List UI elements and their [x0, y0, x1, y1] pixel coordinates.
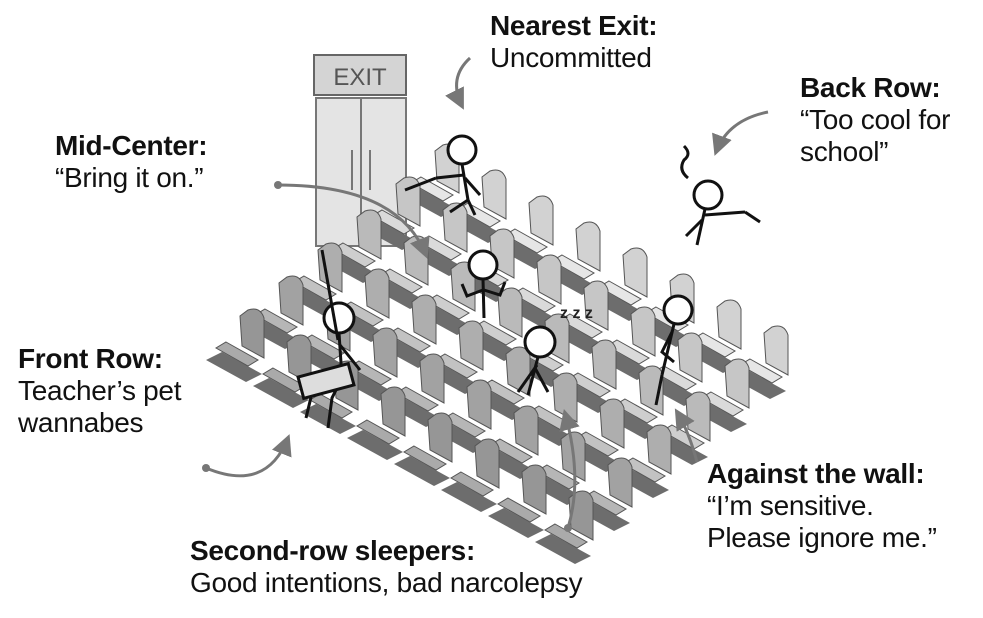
chair-back — [373, 328, 397, 377]
caption-desc: “Too cool for school” — [800, 104, 950, 168]
chair-back — [576, 222, 600, 271]
chair-back — [537, 255, 561, 304]
caption-title: Front Row: — [18, 343, 181, 375]
chair-back — [404, 236, 428, 285]
chair-back — [678, 333, 702, 382]
student-back-row — [682, 146, 760, 245]
caption-title: Back Row: — [800, 72, 950, 104]
chair-back — [475, 439, 499, 488]
chair-back — [717, 300, 741, 349]
caption-title: Against the wall: — [707, 458, 937, 490]
exit-sign-label: EXIT — [333, 64, 387, 91]
chair-back — [357, 210, 381, 259]
caption-desc: “I’m sensitive. Please ignore me.” — [707, 490, 937, 554]
chair-back — [381, 387, 405, 436]
chair-back — [522, 465, 546, 514]
exit-sign: EXIT — [314, 55, 406, 95]
chair-back — [764, 326, 788, 375]
chair-back — [686, 392, 710, 441]
chair-back — [592, 340, 616, 389]
caption-against-wall: Against the wall: “I’m sensitive. Please… — [707, 458, 937, 554]
caption-title: Nearest Exit: — [490, 10, 657, 42]
chair-back — [498, 288, 522, 337]
chair-back — [428, 413, 452, 462]
chair-back — [420, 354, 444, 403]
caption-nearest-exit: Nearest Exit: Uncommitted — [490, 10, 657, 74]
caption-front-row: Front Row: Teacher’s pet wannabes — [18, 343, 181, 439]
chair-back — [482, 170, 506, 219]
caption-desc: Good intentions, bad narcolepsy — [190, 567, 582, 599]
caption-desc: “Bring it on.” — [55, 162, 207, 194]
chair-back — [600, 399, 624, 448]
chair-back — [240, 309, 264, 358]
sleep-zzz: z z z — [560, 305, 593, 322]
chair-back — [459, 321, 483, 370]
caption-title: Mid-Center: — [55, 130, 207, 162]
chair-back — [623, 248, 647, 297]
chair-back — [647, 425, 671, 474]
chair-back — [467, 380, 491, 429]
chair-back — [514, 406, 538, 455]
caption-back-row: Back Row: “Too cool for school” — [800, 72, 950, 168]
chair-back — [608, 458, 632, 507]
chair-back — [506, 347, 530, 396]
chair-back — [279, 276, 303, 325]
chair-back — [631, 307, 655, 356]
caption-desc: Uncommitted — [490, 42, 657, 74]
chair-back — [365, 269, 389, 318]
chair-back — [725, 359, 749, 408]
chair-back — [412, 295, 436, 344]
caption-title: Second-row sleepers: — [190, 535, 582, 567]
caption-second-row: Second-row sleepers: Good intentions, ba… — [190, 535, 582, 599]
caption-mid-center: Mid-Center: “Bring it on.” — [55, 130, 207, 194]
chair-back — [529, 196, 553, 245]
caption-desc: Teacher’s pet wannabes — [18, 375, 181, 439]
